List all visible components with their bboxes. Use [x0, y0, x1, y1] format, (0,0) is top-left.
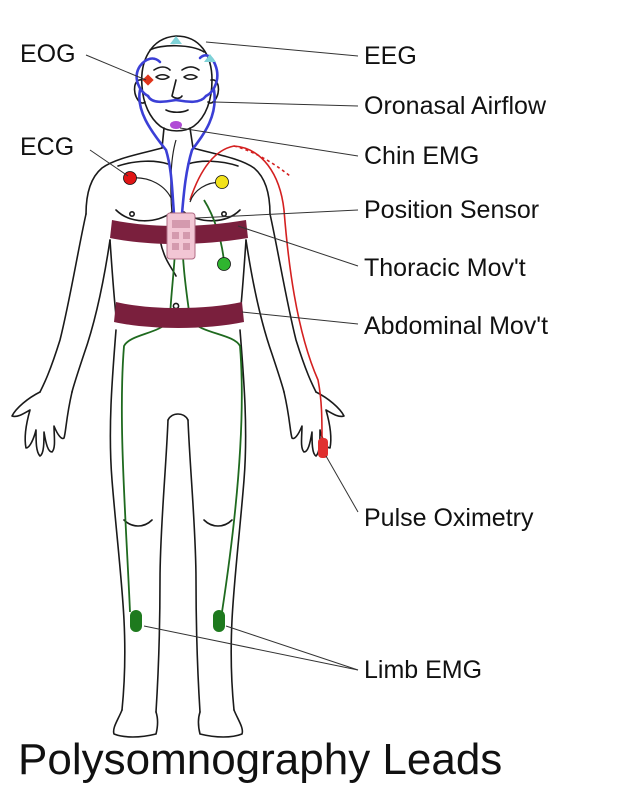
label-eog: EOG — [20, 40, 76, 68]
diagram-title: Polysomnography Leads — [18, 735, 503, 784]
ecg-electrode-yellow — [215, 175, 229, 189]
pulse-oximeter-probe — [318, 438, 328, 458]
limb-emg-electrode-right — [213, 610, 225, 632]
label-eeg: EEG — [364, 42, 417, 70]
abdominal-belt — [114, 302, 244, 328]
label-thoracic-movement: Thoracic Mov't — [364, 254, 526, 282]
label-chin-emg: Chin EMG — [364, 142, 480, 170]
position-sensor-device — [166, 212, 196, 260]
eeg-electrode-side — [204, 54, 216, 62]
label-abdominal-movement: Abdominal Mov't — [364, 312, 549, 340]
limb-emg-electrode-left — [130, 610, 142, 632]
label-limb-emg: Limb EMG — [364, 656, 483, 684]
label-ecg: ECG — [20, 133, 75, 161]
pulse-oximetry-wire — [189, 145, 323, 441]
ecg-electrode-red — [123, 171, 137, 185]
ecg-wires — [129, 139, 223, 215]
label-position-sensor: Position Sensor — [364, 196, 540, 224]
label-pulse-oximetry: Pulse Oximetry — [364, 504, 534, 532]
leader-lines — [85, 41, 359, 671]
ecg-electrode-green — [217, 257, 231, 271]
chin-emg-electrode — [170, 121, 182, 129]
eog-electrode — [142, 74, 154, 86]
body-outline — [11, 35, 345, 738]
label-oronasal-airflow: Oronasal Airflow — [364, 92, 547, 120]
eeg-electrode-top — [170, 36, 182, 44]
